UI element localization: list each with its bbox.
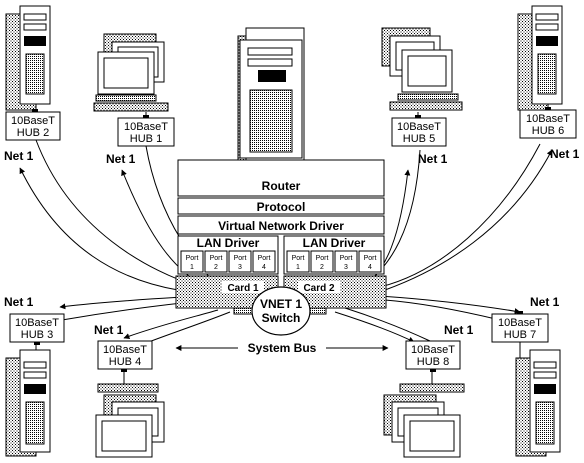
hub-1-name: HUB 1 [130,133,162,145]
connection-lines [19,112,553,385]
hub-6-model: 10BaseT [526,113,570,125]
port-word: Port [234,255,247,262]
vnet-switch-name: VNET 1 [260,297,302,311]
protocol-label: Protocol [257,200,306,214]
port-number: 1 [296,264,300,271]
hub-8: 10BaseT HUB 8 [405,340,461,372]
lan-driver-2-label: LAN Driver [303,236,366,250]
hub-2-model: 10BaseT [11,115,55,127]
hub-7-model: 10BaseT [498,317,542,329]
port-number: 1 [190,264,194,271]
router-layer [177,159,385,197]
net-label-bottom-hub4: Net 1 [94,323,124,337]
port-number: 2 [320,264,324,271]
tower-computer-top-left [5,5,51,111]
link-hub8 [344,307,431,342]
vnet-switch: VNET 1 Switch [251,286,311,336]
port-word: Port [186,255,199,262]
port-number: 4 [368,264,372,271]
hub-7: 10BaseT HUB 7 [491,311,549,343]
server-tower-center [237,27,305,161]
hub-3-model: 10BaseT [15,317,59,329]
net-label-top-left: Net 1 [4,149,34,163]
port-word: Port [258,255,271,262]
desktop-computer-top-hub1 [93,33,169,112]
link-net1-hub8 [334,311,415,343]
system-bus-label: System Bus [248,341,317,355]
hub-8-model: 10BaseT [411,344,455,356]
hub-4: 10BaseT HUB 4 [97,340,153,372]
tower-computer-bottom-right [515,349,561,457]
net-label-top-hub1: Net 1 [106,152,136,166]
hub-2-name: HUB 2 [17,127,49,139]
lan-driver-1-label: LAN Driver [197,236,260,250]
hub-6: 10BaseT HUB 6 [519,107,577,139]
hub-1: 10BaseT HUB 1 [117,115,175,147]
hub-8-name: HUB 8 [417,356,449,368]
hub-1-model: 10BaseT [124,121,168,133]
hub-5-name: HUB 5 [403,133,435,145]
hub-3: 10BaseT HUB 3 [9,313,65,345]
port-number: 2 [214,264,218,271]
net-label-bottom-left: Net 1 [4,295,34,309]
net-label-bottom-right: Net 1 [530,295,560,309]
router-label: Router [262,179,301,193]
link-net1-hub4 [123,309,219,339]
desktop-computer-bottom-hub8 [383,383,465,458]
port-word: Port [292,255,305,262]
port-number: 4 [262,264,266,271]
hub-3-name: HUB 3 [21,329,53,341]
link-hub4 [145,311,231,344]
link-hub6 [379,143,541,288]
hub-5: 10BaseT HUB 5 [391,115,447,147]
card-1-label: Card 1 [227,283,259,294]
vnet-switch-type: Switch [262,311,301,325]
hub-5-model: 10BaseT [397,121,441,133]
port-word: Port [364,255,377,262]
port-number: 3 [344,264,348,271]
protocol-stack: Router Protocol Virtual Network Driver L… [175,159,387,315]
port-word: Port [340,255,353,262]
net-label-top-right: Net 1 [550,147,580,161]
port-word: Port [316,255,329,262]
port-word: Port [210,255,223,262]
protocol-layer [177,197,385,215]
desktop-computer-bottom-hub4 [95,383,165,458]
hub-6-name: HUB 6 [532,125,564,137]
link-net1-hub2-left [19,167,179,291]
net-label-bottom-hub8: Net 1 [444,323,474,337]
virtual-network-driver-layer [177,215,385,235]
desktop-computer-top-hub5 [381,27,463,111]
hub-7-name: HUB 7 [504,329,536,341]
card-2-label: Card 2 [303,283,335,294]
link-net1-hub7 [379,295,521,315]
virtual-network-driver-label: Virtual Network Driver [218,219,344,233]
link-hub7 [384,299,501,321]
system-bus: System Bus [175,341,389,355]
hub-2: 10BaseT HUB 2 [5,109,61,141]
tower-computer-top-right [517,5,563,111]
hub-4-name: HUB 4 [109,356,141,368]
link-net1-hub6 [384,149,553,291]
tower-computer-bottom-left [5,349,51,457]
port-number: 3 [238,264,242,271]
net-label-top-hub5: Net 1 [418,152,448,166]
hub-4-model: 10BaseT [103,344,147,356]
